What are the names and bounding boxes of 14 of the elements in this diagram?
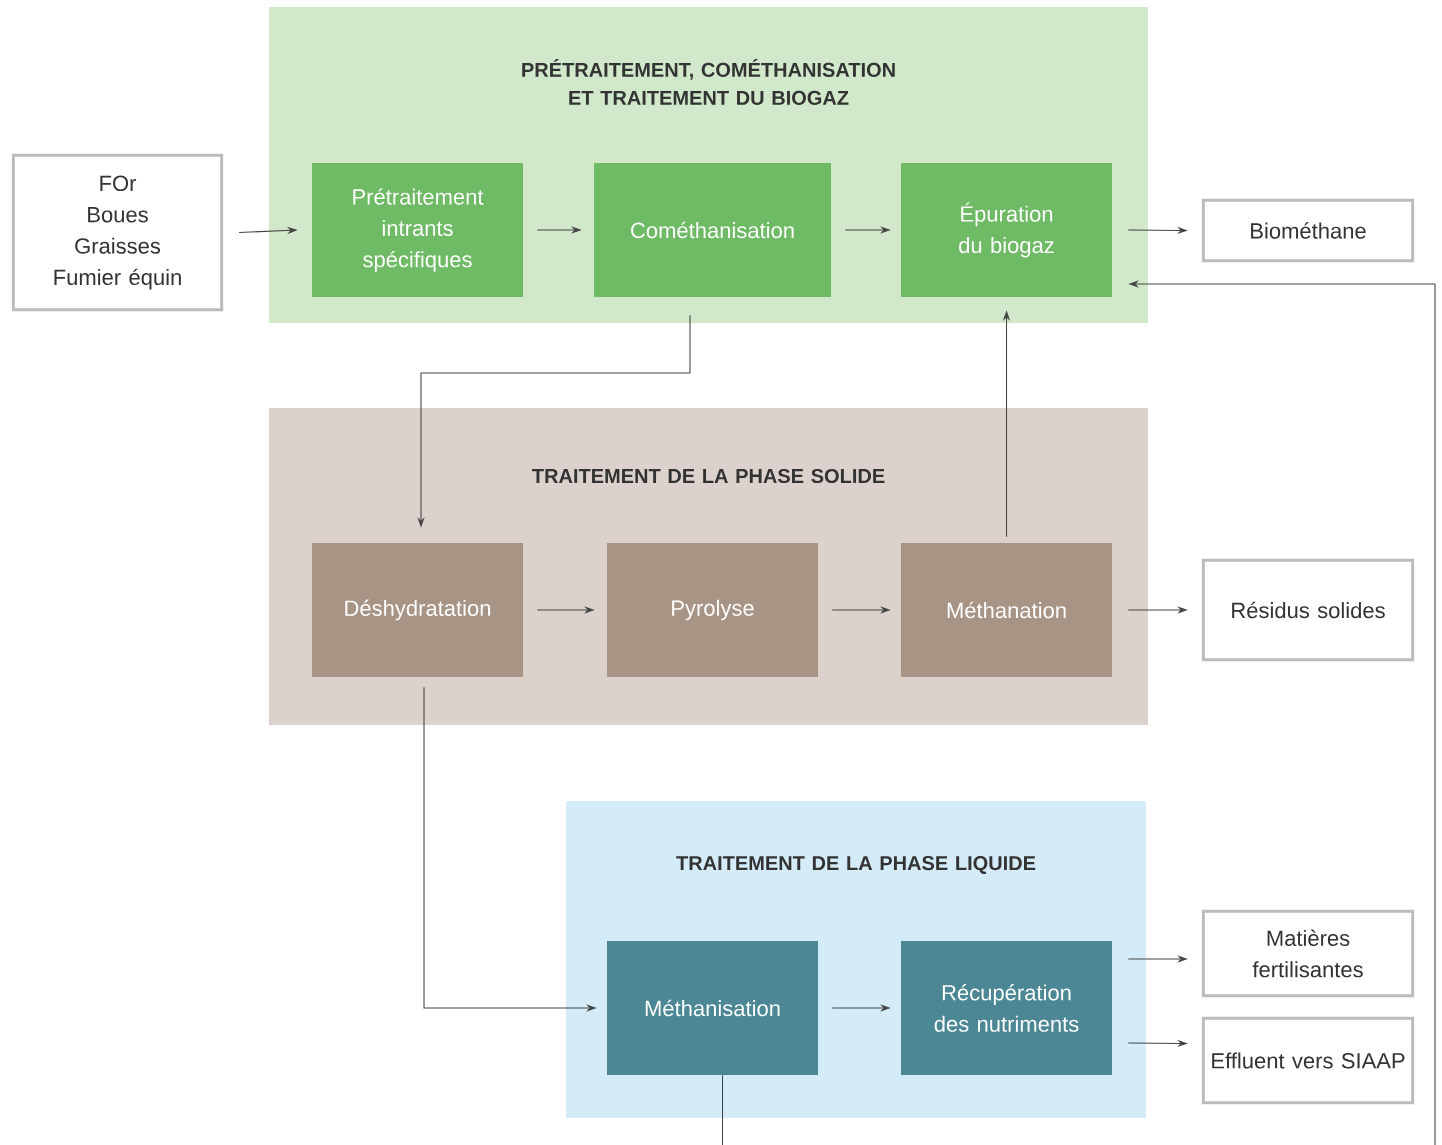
output-box: Biométhane xyxy=(1201,198,1415,263)
arrow xyxy=(721,280,1436,1145)
output-box: Résidus solides xyxy=(1201,558,1415,662)
output-box: Effluent vers SIAAP xyxy=(1201,1016,1415,1105)
process-box: Méthanation xyxy=(901,543,1112,677)
process-box: Épuration du biogaz xyxy=(901,163,1112,297)
process-box: Récupération des nutriments xyxy=(901,941,1112,1075)
output-box: FOr Boues Graisses Fumier équin xyxy=(11,153,224,312)
process-box: Méthanisation xyxy=(607,941,818,1075)
process-box: Cométhanisation xyxy=(594,163,831,297)
process-box: Prétraitement intrants spécifiques xyxy=(312,163,523,297)
process-box: Déshydratation xyxy=(312,543,523,677)
output-box: Matières fertilisantes xyxy=(1201,909,1415,998)
process-box: Pyrolyse xyxy=(607,543,818,677)
